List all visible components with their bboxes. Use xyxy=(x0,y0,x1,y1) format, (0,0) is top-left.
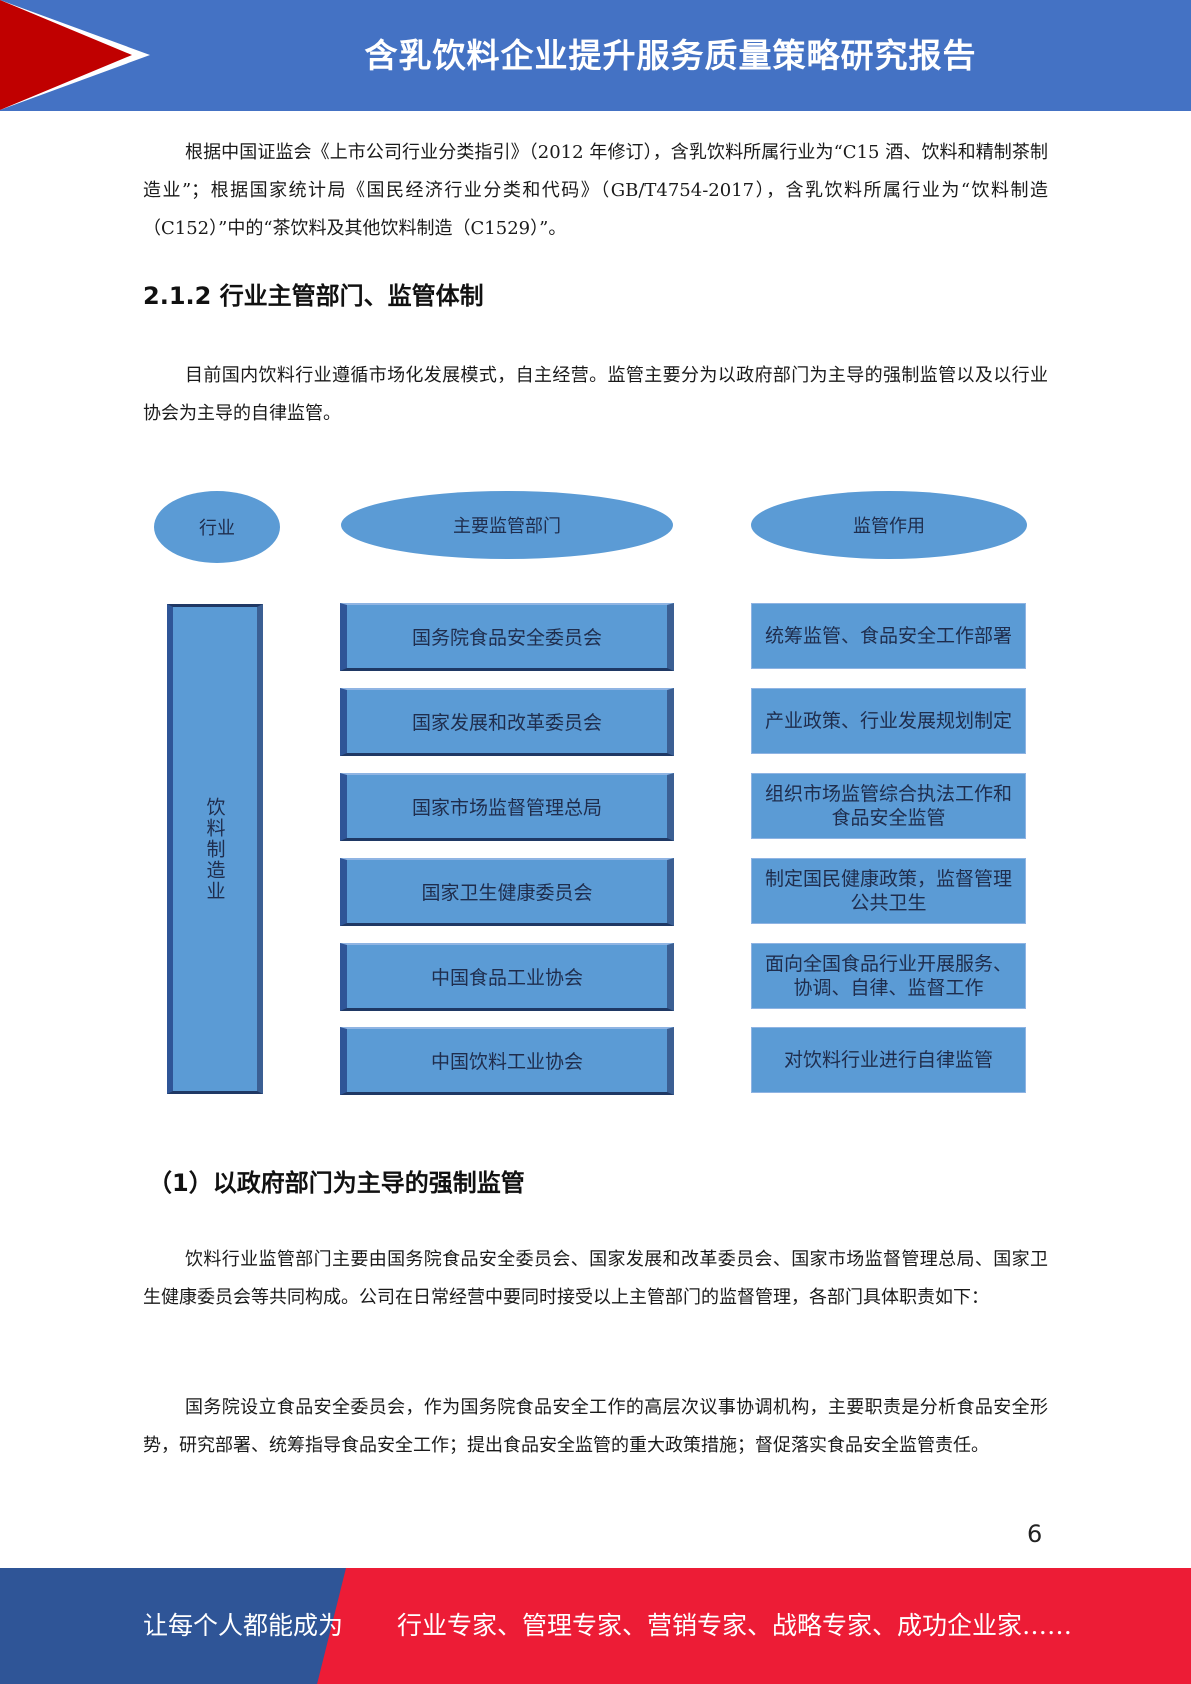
footer-slogan-right: 行业专家、管理专家、营销专家、战略专家、成功企业家…… xyxy=(397,1611,1073,1640)
dept-box: 国务院食品安全委员会 xyxy=(340,603,674,671)
report-title: 含乳饮料企业提升服务质量策略研究报告 xyxy=(364,36,977,75)
footer-slogan-left: 让每个人都能成为 xyxy=(143,1611,344,1640)
industry-label: 饮料制造业 xyxy=(203,796,226,902)
header-ellipse-roles: 监管作用 xyxy=(751,491,1027,559)
role-box: 产业政策、行业发展规划制定 xyxy=(751,688,1026,754)
regulation-diagram: 行业 主要监管部门 监管作用 饮料制造业 国务院食品安全委员会 国家发展和改革委… xyxy=(150,482,1030,1102)
paragraph-food-safety-committee: 国务院设立食品安全委员会，作为国务院食品安全工作的高层次议事协调机构，主要职责是… xyxy=(143,1397,1048,1456)
footer-red-panel-fill xyxy=(400,1568,1191,1684)
header-ellipse-industry: 行业 xyxy=(154,491,280,563)
dept-box: 国家卫生健康委员会 xyxy=(340,858,674,926)
dept-box: 中国食品工业协会 xyxy=(340,943,674,1011)
page-footer: 让每个人都能成为 行业专家、管理专家、营销专家、战略专家、成功企业家…… xyxy=(0,1568,1191,1684)
header-chevron xyxy=(0,0,132,110)
role-box: 制定国民健康政策，监督管理公共卫生 xyxy=(751,858,1026,924)
role-box: 对饮料行业进行自律监管 xyxy=(751,1027,1026,1093)
role-box: 统筹监管、食品安全工作部署 xyxy=(751,603,1026,669)
dept-box: 国家发展和改革委员会 xyxy=(340,688,674,756)
paragraph-regulatory-departments: 饮料行业监管部门主要由国务院食品安全委员会、国家发展和改革委员会、国家市场监督管… xyxy=(143,1249,1048,1308)
paragraph-industry-classification: 根据中国证监会《上市公司行业分类指引》（2012 年修订），含乳饮料所属行业为“… xyxy=(143,142,1048,239)
page-number: 6 xyxy=(1027,1520,1043,1548)
industry-bar: 饮料制造业 xyxy=(167,604,263,1094)
section-heading-government-regulation: （1）以政府部门为主导的强制监管 xyxy=(148,1169,525,1197)
dept-box: 中国饮料工业协会 xyxy=(340,1027,674,1095)
section-heading-2-1-2: 2.1.2 行业主管部门、监管体制 xyxy=(143,282,484,310)
page-header: 含乳饮料企业提升服务质量策略研究报告 xyxy=(0,0,1191,111)
role-box: 组织市场监管综合执法工作和食品安全监管 xyxy=(751,773,1026,839)
role-box: 面向全国食品行业开展服务、协调、自律、监督工作 xyxy=(751,943,1026,1009)
header-ellipse-departments: 主要监管部门 xyxy=(341,491,673,559)
dept-box: 国家市场监督管理总局 xyxy=(340,773,674,841)
paragraph-regulation-overview: 目前国内饮料行业遵循市场化发展模式，自主经营。监管主要分为以政府部门为主导的强制… xyxy=(143,365,1048,424)
